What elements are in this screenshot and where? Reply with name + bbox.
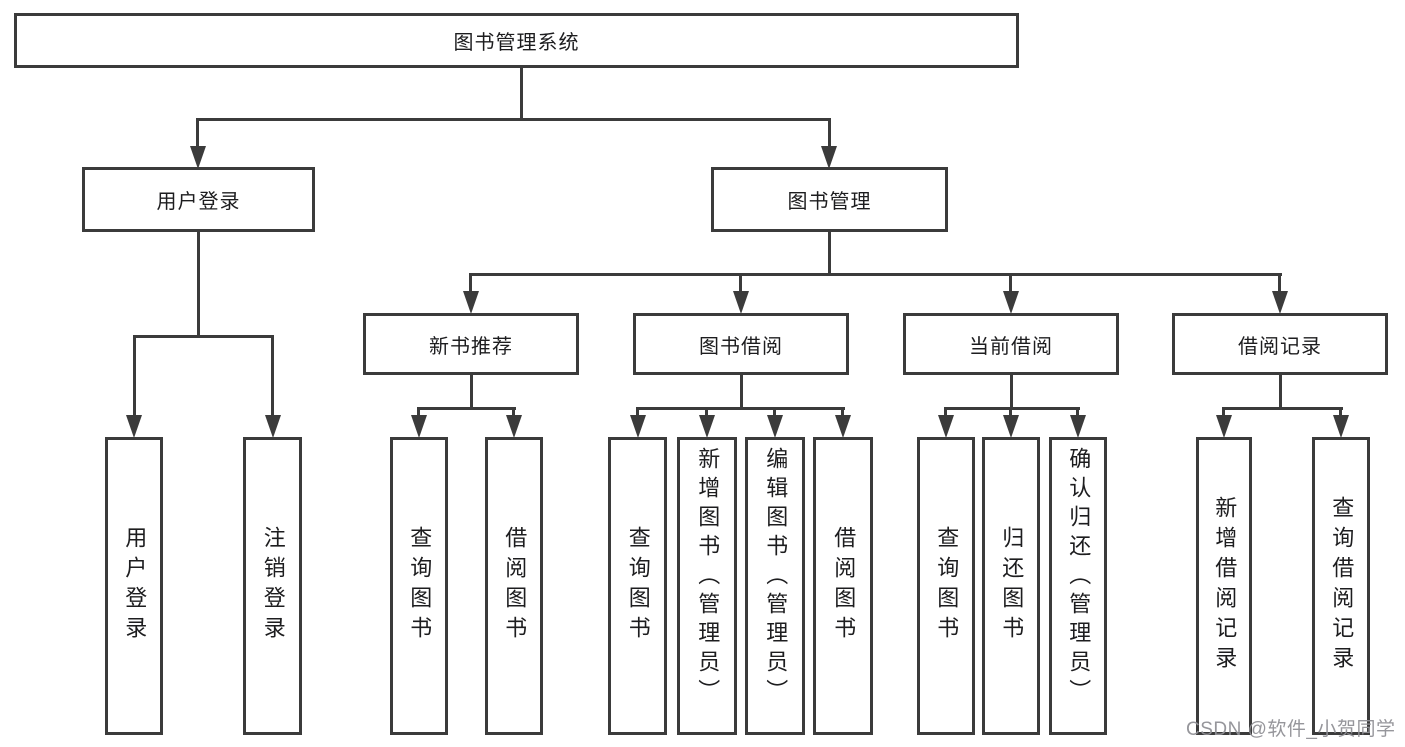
edge-book-borrow-rail — [636, 407, 845, 410]
edge-new-book-rec-rail — [417, 407, 516, 410]
leaf-borrow-book-recommend-label: 借阅图书 — [502, 526, 528, 646]
edge-to-leaf-user-login — [133, 335, 136, 419]
edge-book-borrow-stem — [740, 375, 743, 409]
node-borrow-records-label: 借阅记录 — [1238, 335, 1322, 358]
edge-book-mgmt-stem — [828, 232, 831, 276]
edge-to-leaf-logout — [271, 335, 274, 419]
leaf-query-borrow-record-label: 查询借阅记录 — [1329, 496, 1355, 676]
edge-to-leaf-borrow-book-1 — [512, 407, 515, 419]
edge-root-stem — [520, 68, 523, 120]
leaf-user-login: 用户登录 — [105, 437, 163, 735]
arrow-down-icon — [1333, 415, 1349, 438]
node-current-borrowing-label: 当前借阅 — [969, 335, 1053, 358]
node-current-borrowing: 当前借阅 — [903, 313, 1119, 375]
leaf-edit-book-admin: 编辑图书（管理员） — [745, 437, 805, 735]
leaf-borrow-book-borrowing: 借阅图书 — [813, 437, 873, 735]
edge-to-book-borrow — [739, 273, 742, 295]
arrow-down-icon — [1003, 291, 1019, 314]
node-borrow-records: 借阅记录 — [1172, 313, 1388, 375]
edge-to-leaf-add-book — [705, 407, 708, 419]
leaf-return-book: 归还图书 — [982, 437, 1040, 735]
leaf-user-login-label: 用户登录 — [122, 526, 148, 646]
edge-to-new-book-rec — [469, 273, 472, 295]
edge-current-borrow-stem — [1010, 375, 1013, 409]
csdn-watermark: CSDN @软件_小贺同学 — [1186, 719, 1396, 740]
edge-user-login-stem — [197, 232, 200, 338]
arrow-down-icon — [699, 415, 715, 438]
arrow-down-icon — [767, 415, 783, 438]
arrow-down-icon — [1003, 415, 1019, 438]
node-book-management-label: 图书管理 — [787, 191, 872, 213]
leaf-edit-book-admin-label: 编辑图书（管理员） — [763, 447, 789, 708]
edge-root-to-book-mgmt — [828, 118, 831, 150]
leaf-add-borrow-record-label: 新增借阅记录 — [1212, 496, 1238, 676]
arrow-down-icon — [1272, 291, 1288, 314]
arrow-down-icon — [1216, 415, 1232, 438]
edge-root-to-user-login — [196, 118, 199, 150]
leaf-query-book-recommend: 查询图书 — [390, 437, 448, 735]
leaf-add-borrow-record: 新增借阅记录 — [1196, 437, 1252, 735]
edge-to-leaf-query-book-2 — [636, 407, 639, 419]
arrow-down-icon — [835, 415, 851, 438]
leaf-confirm-return-admin-label: 确认归还（管理员） — [1066, 447, 1092, 708]
edge-borrow-records-rail — [1222, 407, 1343, 410]
edge-to-borrow-records — [1278, 273, 1281, 295]
node-book-borrowing-label: 图书借阅 — [699, 335, 783, 358]
edge-to-leaf-add-record — [1222, 407, 1225, 419]
arrow-down-icon — [463, 291, 479, 314]
edge-to-leaf-borrow-book-2 — [841, 407, 844, 419]
edge-to-leaf-return-book — [1009, 407, 1012, 419]
node-root-label: 图书管理系统 — [453, 32, 580, 54]
arrow-down-icon — [733, 291, 749, 314]
edge-to-leaf-query-book-1 — [417, 407, 420, 419]
leaf-query-book-current: 查询图书 — [917, 437, 975, 735]
edge-current-borrow-rail — [944, 407, 1080, 410]
edge-user-login-rail — [133, 335, 274, 338]
edge-book-mgmt-rail — [469, 273, 1282, 276]
edge-new-book-rec-stem — [470, 375, 473, 409]
arrow-down-icon — [821, 146, 837, 169]
node-user-login: 用户登录 — [82, 167, 315, 232]
leaf-query-book-current-label: 查询图书 — [934, 526, 960, 646]
leaf-logout: 注销登录 — [243, 437, 302, 735]
node-new-book-recommend: 新书推荐 — [363, 313, 579, 375]
node-book-management: 图书管理 — [711, 167, 948, 232]
leaf-query-borrow-record: 查询借阅记录 — [1312, 437, 1370, 735]
edge-to-leaf-edit-book — [773, 407, 776, 419]
leaf-logout-label: 注销登录 — [260, 526, 286, 646]
arrow-down-icon — [506, 415, 522, 438]
arrow-down-icon — [190, 146, 206, 169]
node-root: 图书管理系统 — [14, 13, 1019, 68]
leaf-confirm-return-admin: 确认归还（管理员） — [1049, 437, 1107, 735]
leaf-query-book-recommend-label: 查询图书 — [407, 526, 433, 646]
arrow-down-icon — [938, 415, 954, 438]
edge-to-current-borrow — [1009, 273, 1012, 295]
arrow-down-icon — [411, 415, 427, 438]
arrow-down-icon — [1070, 415, 1086, 438]
leaf-query-book-borrowing: 查询图书 — [608, 437, 667, 735]
leaf-return-book-label: 归还图书 — [999, 526, 1025, 646]
edge-to-leaf-query-record — [1339, 407, 1342, 419]
arrow-down-icon — [126, 415, 142, 438]
arrow-down-icon — [630, 415, 646, 438]
leaf-borrow-book-borrowing-label: 借阅图书 — [831, 526, 857, 646]
edge-to-leaf-query-book-3 — [944, 407, 947, 419]
edge-to-leaf-confirm-return — [1076, 407, 1079, 419]
leaf-add-book-admin: 新增图书（管理员） — [677, 437, 737, 735]
edge-borrow-records-stem — [1279, 375, 1282, 409]
leaf-borrow-book-recommend: 借阅图书 — [485, 437, 543, 735]
node-user-login-label: 用户登录 — [156, 191, 241, 213]
leaf-add-book-admin-label: 新增图书（管理员） — [695, 447, 721, 708]
node-book-borrowing: 图书借阅 — [633, 313, 849, 375]
leaf-query-book-borrowing-label: 查询图书 — [625, 526, 651, 646]
edge-root-rail — [196, 118, 831, 121]
node-new-book-recommend-label: 新书推荐 — [429, 335, 513, 358]
arrow-down-icon — [265, 415, 281, 438]
